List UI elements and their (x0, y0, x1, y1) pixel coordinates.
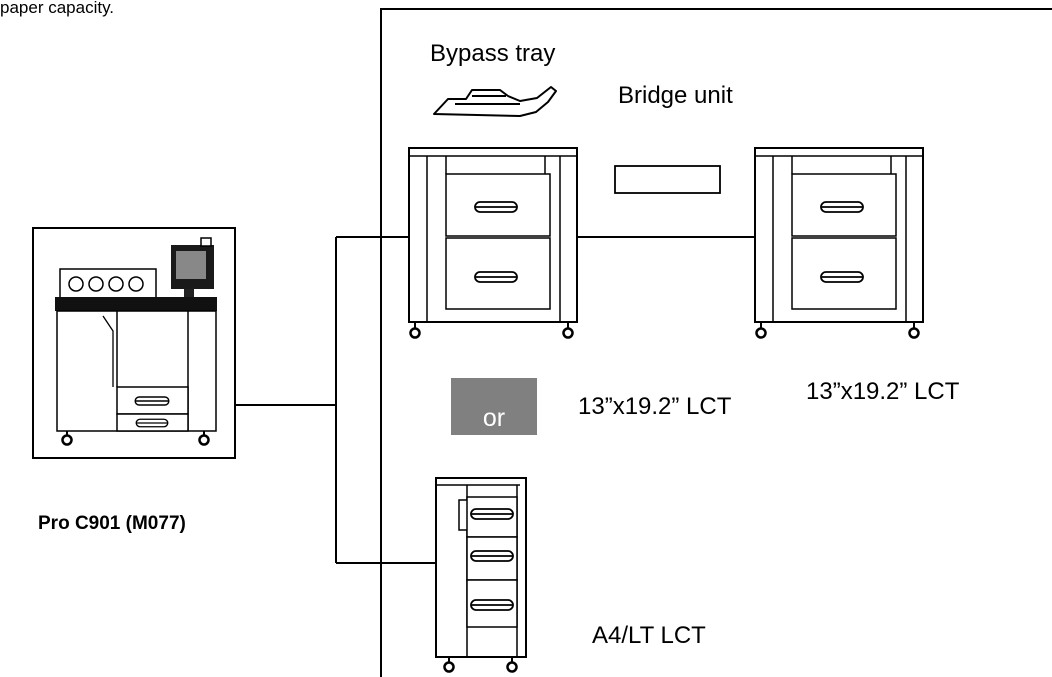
options-frame (380, 8, 1052, 677)
main-machine-label: Pro C901 (M077) (38, 513, 186, 534)
main-machine-illustration (32, 227, 236, 459)
bridge-unit-illustration (614, 165, 721, 194)
bridge-unit-label: Bridge unit (618, 82, 733, 109)
large-lct-1-illustration (408, 147, 578, 339)
lct-a4-label: A4/LT LCT (592, 622, 706, 649)
lct-large-1-label: 13”x19.2” LCT (578, 393, 732, 420)
a4-lct-illustration (435, 477, 527, 673)
large-lct-2-illustration (754, 147, 924, 339)
or-badge: or (451, 378, 537, 435)
lct-large-2-label: 13”x19.2” LCT (806, 378, 960, 405)
bypass-tray-label: Bypass tray (430, 40, 556, 67)
bypass-tray-illustration (433, 86, 557, 117)
intro-text: paper capacity. (0, 0, 115, 17)
or-label: or (482, 404, 506, 432)
